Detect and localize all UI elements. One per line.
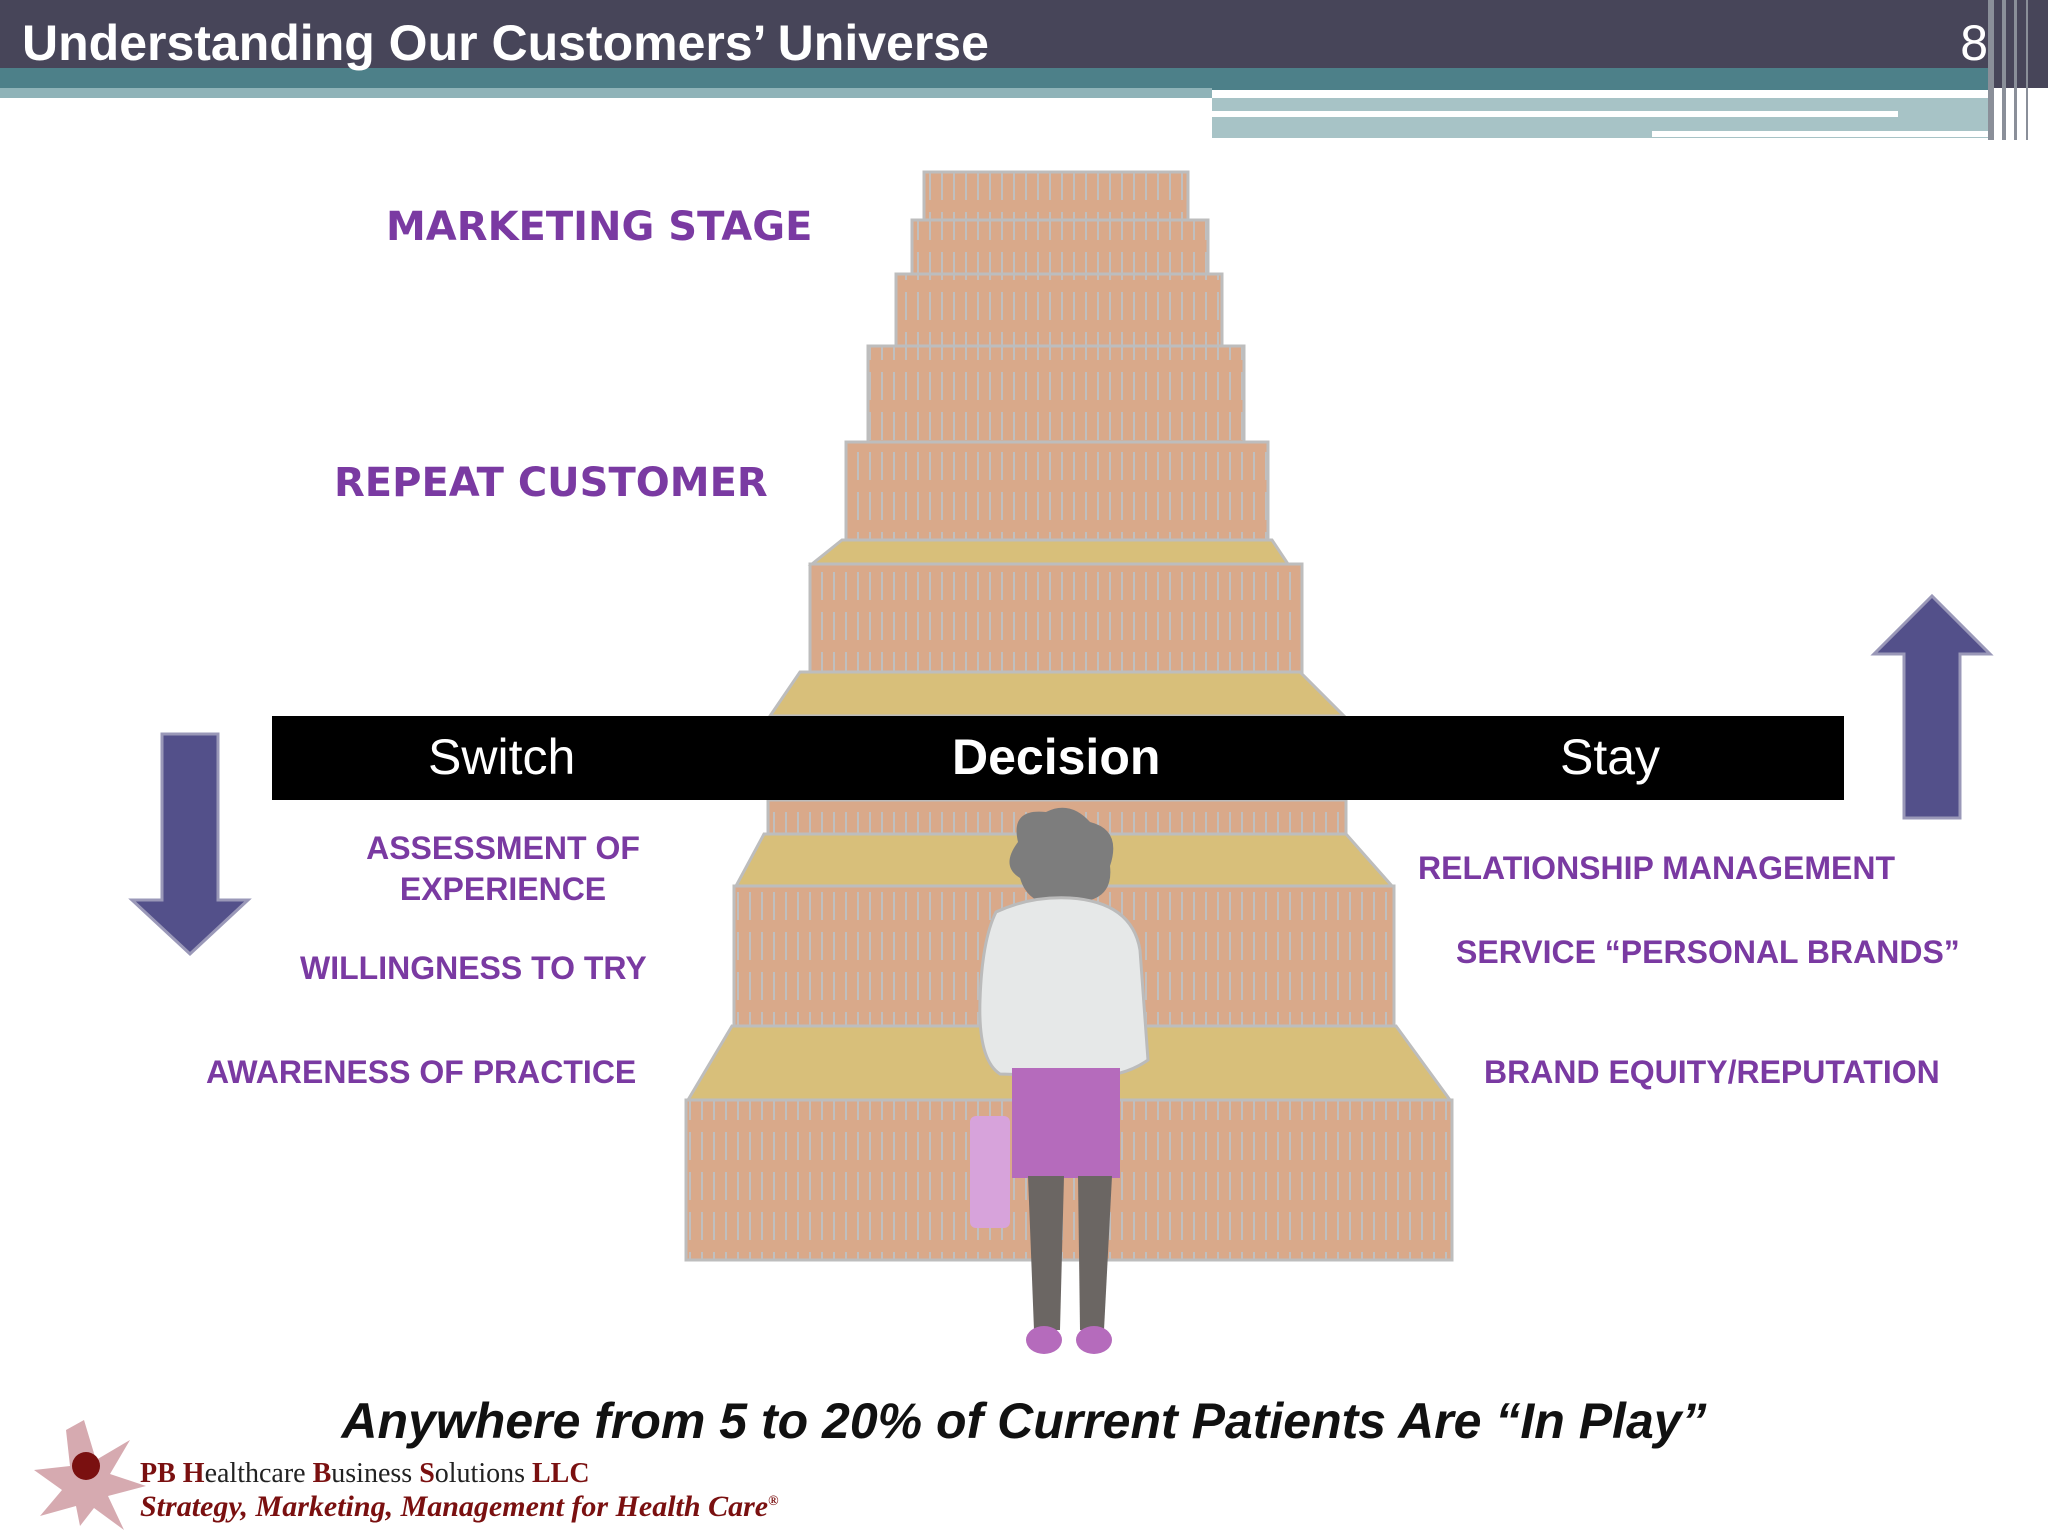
woman-figure: [970, 807, 1150, 1354]
arrow-up-icon: [1870, 593, 1994, 820]
stair-step: [894, 272, 1224, 348]
stay-label: Stay: [1560, 729, 1661, 785]
awareness-of-practice-label: AWARENESS OF PRACTICE: [206, 1054, 637, 1090]
switch-label: Switch: [428, 729, 576, 785]
stair-step: [922, 170, 1190, 222]
header-decor-bar: [1988, 0, 1994, 140]
company-logo-icon: [34, 1420, 146, 1530]
header-decor-bar: [2026, 0, 2028, 140]
header-decor-bar: [2014, 0, 2017, 140]
company-word: ealthcare: [204, 1458, 313, 1489]
company-slogan: Strategy, Marketing, Management for Heal…: [140, 1490, 779, 1524]
stair-step: [866, 344, 1246, 444]
company-letter: S: [419, 1458, 435, 1489]
stair-step: [844, 440, 1270, 542]
slide-title: Understanding Our Customers’ Universe: [22, 15, 989, 71]
header-accent-band: [0, 68, 1992, 90]
brand-equity-reputation-label: BRAND EQUITY/REPUTATION: [1484, 1054, 1940, 1090]
tagline: Anywhere from 5 to 20% of Current Patien…: [341, 1393, 1707, 1449]
slide-number: 8: [1960, 15, 1988, 71]
company-initials: PB: [140, 1458, 176, 1489]
stair-tread: [807, 538, 1291, 566]
registered-mark: ®: [768, 1494, 779, 1509]
slogan-text: Strategy, Marketing, Management for Heal…: [140, 1490, 769, 1523]
marketing-stage-label: MARKETING STAGE: [386, 204, 813, 250]
decision-label: Decision: [952, 729, 1161, 785]
willingness-to-try-label: WILLINGNESS TO TRY: [300, 950, 647, 986]
company-letter: H: [182, 1458, 205, 1489]
repeat-customer-label: REPEAT CUSTOMER: [334, 460, 768, 506]
company-suffix: LLC: [532, 1458, 590, 1489]
assessment-line-1: ASSESSMENT OF: [366, 830, 640, 866]
assessment-of-experience-label: ASSESSMENT OF EXPERIENCE: [330, 828, 676, 910]
stair-step: [910, 218, 1210, 276]
company-letter: B: [312, 1458, 332, 1489]
header-accent-band-lower: [0, 88, 1212, 98]
arrow-down-icon: [128, 732, 252, 957]
decision-bar: [272, 716, 1844, 800]
stair-tread: [767, 670, 1348, 718]
company-word: olutions: [434, 1458, 532, 1489]
stair-step: [808, 562, 1304, 674]
company-name: PB Healthcare Business Solutions LLC: [140, 1458, 590, 1490]
relationship-management-label: RELATIONSHIP MANAGEMENT: [1418, 850, 1896, 886]
assessment-line-2: EXPERIENCE: [399, 871, 607, 907]
service-personal-brands-label: SERVICE “PERSONAL BRANDS”: [1456, 934, 1960, 970]
header-divider-line: [1652, 131, 2008, 137]
header-decor-bar: [2002, 0, 2006, 140]
header-divider-line: [1212, 111, 1898, 117]
company-word: usiness: [331, 1458, 420, 1489]
